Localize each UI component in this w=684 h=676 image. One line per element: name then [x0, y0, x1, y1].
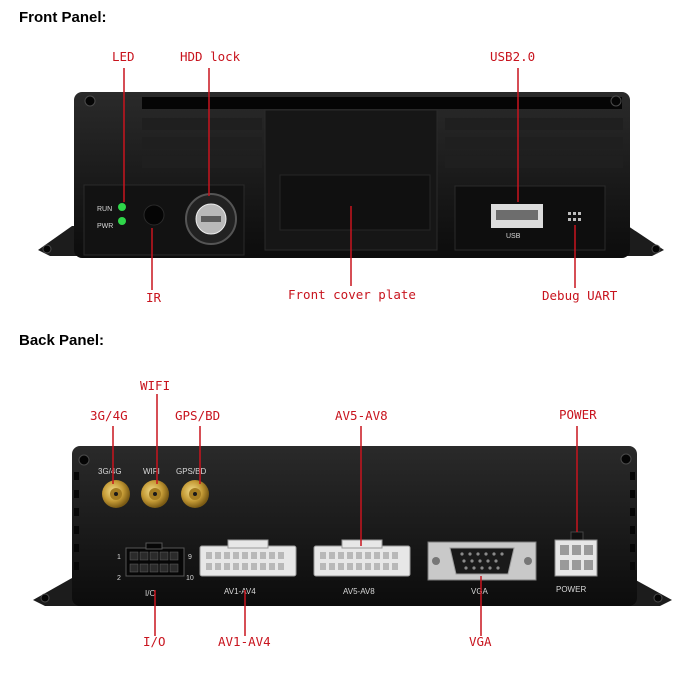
silk-wifi: WIFI [143, 467, 160, 476]
callout-led: LED [112, 49, 135, 64]
silk-pin-2: 2 [117, 575, 121, 582]
back-leaders [112, 394, 578, 636]
back-device: 3G/4G WIFI GPS/BD 1 9 2 10 I/O AV1-AV4 A… [33, 446, 672, 606]
silk-pin-10: 10 [186, 575, 194, 582]
silk-io: I/O [145, 589, 156, 598]
callout-debug-uart: Debug UART [542, 288, 618, 303]
front-panel-heading: Front Panel: [19, 9, 107, 26]
front-leaders [123, 68, 576, 290]
callout-usb: USB2.0 [490, 49, 536, 64]
callout-ir: IR [146, 290, 162, 305]
silk-av5-av8: AV5-AV8 [343, 587, 375, 596]
hdd-lock [185, 193, 237, 245]
antenna-gps [181, 480, 209, 508]
io-connector [125, 542, 185, 577]
callout-3g4g: 3G/4G [90, 408, 128, 423]
front-screws [42, 95, 661, 254]
av1-av4-connector [199, 539, 297, 577]
silk-power: POWER [556, 585, 586, 594]
silk-pin-9: 9 [188, 554, 192, 561]
pwr-led [118, 217, 126, 225]
callout-av1-av4: AV1-AV4 [218, 634, 271, 649]
front-grooves [142, 118, 623, 168]
callout-gps: GPS/BD [175, 408, 221, 423]
silk-gps: GPS/BD [176, 467, 206, 476]
silk-av1-av4: AV1-AV4 [224, 587, 256, 596]
callout-power: POWER [559, 407, 597, 422]
front-device: RUN PWR USB [38, 92, 664, 258]
ir-receiver [143, 204, 165, 226]
antenna-3g4g [102, 480, 130, 508]
usb-port [491, 204, 543, 228]
callout-av5-av8: AV5-AV8 [335, 408, 388, 423]
back-vent-slots [74, 472, 635, 570]
av5-av8-connector [313, 539, 411, 577]
usb-silk: USB [506, 233, 521, 240]
antenna-wifi [141, 480, 169, 508]
run-led [118, 203, 126, 211]
silk-pin-1: 1 [117, 554, 121, 561]
vga-connector [427, 541, 537, 581]
callout-front-cover-plate: Front cover plate [288, 287, 416, 302]
run-silk: RUN [97, 206, 112, 213]
debug-uart-port [568, 212, 581, 221]
callout-vga: VGA [469, 634, 492, 649]
callout-io: I/O [143, 634, 166, 649]
silk-3g4g: 3G/4G [98, 467, 122, 476]
callout-wifi: WIFI [140, 378, 171, 393]
back-screws [40, 453, 663, 603]
silk-vga: VGA [471, 587, 489, 596]
front-top-slot [142, 97, 622, 109]
power-connector [554, 531, 598, 577]
back-panel-heading: Back Panel: [19, 332, 105, 349]
callout-hdd-lock: HDD lock [180, 49, 241, 64]
pwr-silk: PWR [97, 223, 113, 230]
